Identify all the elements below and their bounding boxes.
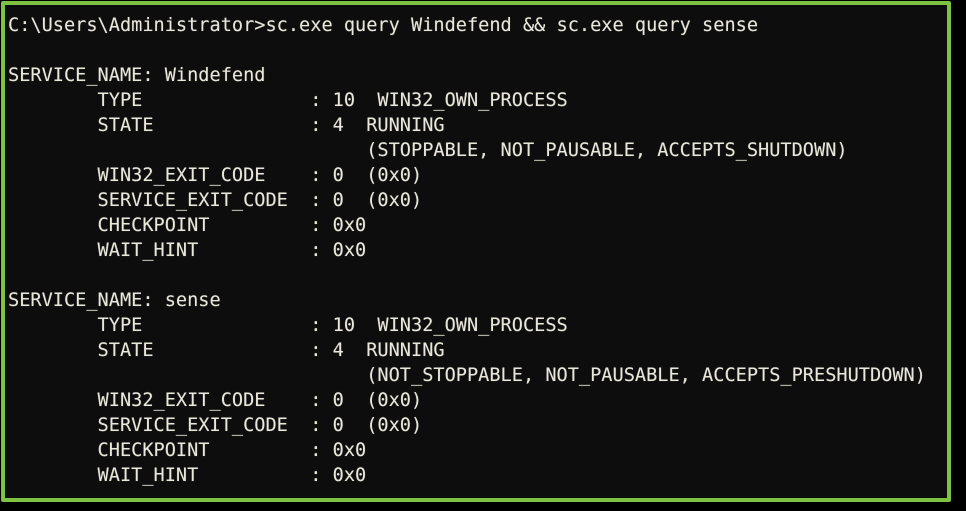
service1-name-line: SERVICE_NAME: Windefend (8, 65, 266, 86)
service1-type-line: TYPE : 10 WIN32_OWN_PROCESS (8, 90, 568, 111)
service1-wait-hint-line: WAIT_HINT : 0x0 (8, 240, 367, 261)
service2-service-exit-code-line: SERVICE_EXIT_CODE : 0 (0x0) (8, 415, 423, 436)
service2-wait-hint-line: WAIT_HINT : 0x0 (8, 465, 367, 486)
command-line: C:\Users\Administrator>sc.exe query Wind… (8, 15, 759, 36)
terminal-window: C:\Users\Administrator>sc.exe query Wind… (1, 1, 951, 502)
service1-state-flags-line: (STOPPABLE, NOT_PAUSABLE, ACCEPTS_SHUTDO… (8, 140, 848, 161)
service2-state-flags-line: (NOT_STOPPABLE, NOT_PAUSABLE, ACCEPTS_PR… (8, 365, 926, 386)
service1-checkpoint-line: CHECKPOINT : 0x0 (8, 215, 367, 236)
service1-service-exit-code-line: SERVICE_EXIT_CODE : 0 (0x0) (8, 190, 423, 211)
blank-line (8, 38, 943, 63)
service2-name-line: SERVICE_NAME: sense (8, 290, 221, 311)
service1-state-line: STATE : 4 RUNNING (8, 115, 445, 136)
service2-state-line: STATE : 4 RUNNING (8, 340, 445, 361)
service1-win32-exit-code-line: WIN32_EXIT_CODE : 0 (0x0) (8, 165, 423, 186)
service2-win32-exit-code-line: WIN32_EXIT_CODE : 0 (0x0) (8, 390, 423, 411)
service2-checkpoint-line: CHECKPOINT : 0x0 (8, 440, 367, 461)
blank-line (8, 263, 943, 288)
terminal-screen[interactable]: C:\Users\Administrator>sc.exe query Wind… (5, 5, 947, 498)
service2-type-line: TYPE : 10 WIN32_OWN_PROCESS (8, 315, 568, 336)
